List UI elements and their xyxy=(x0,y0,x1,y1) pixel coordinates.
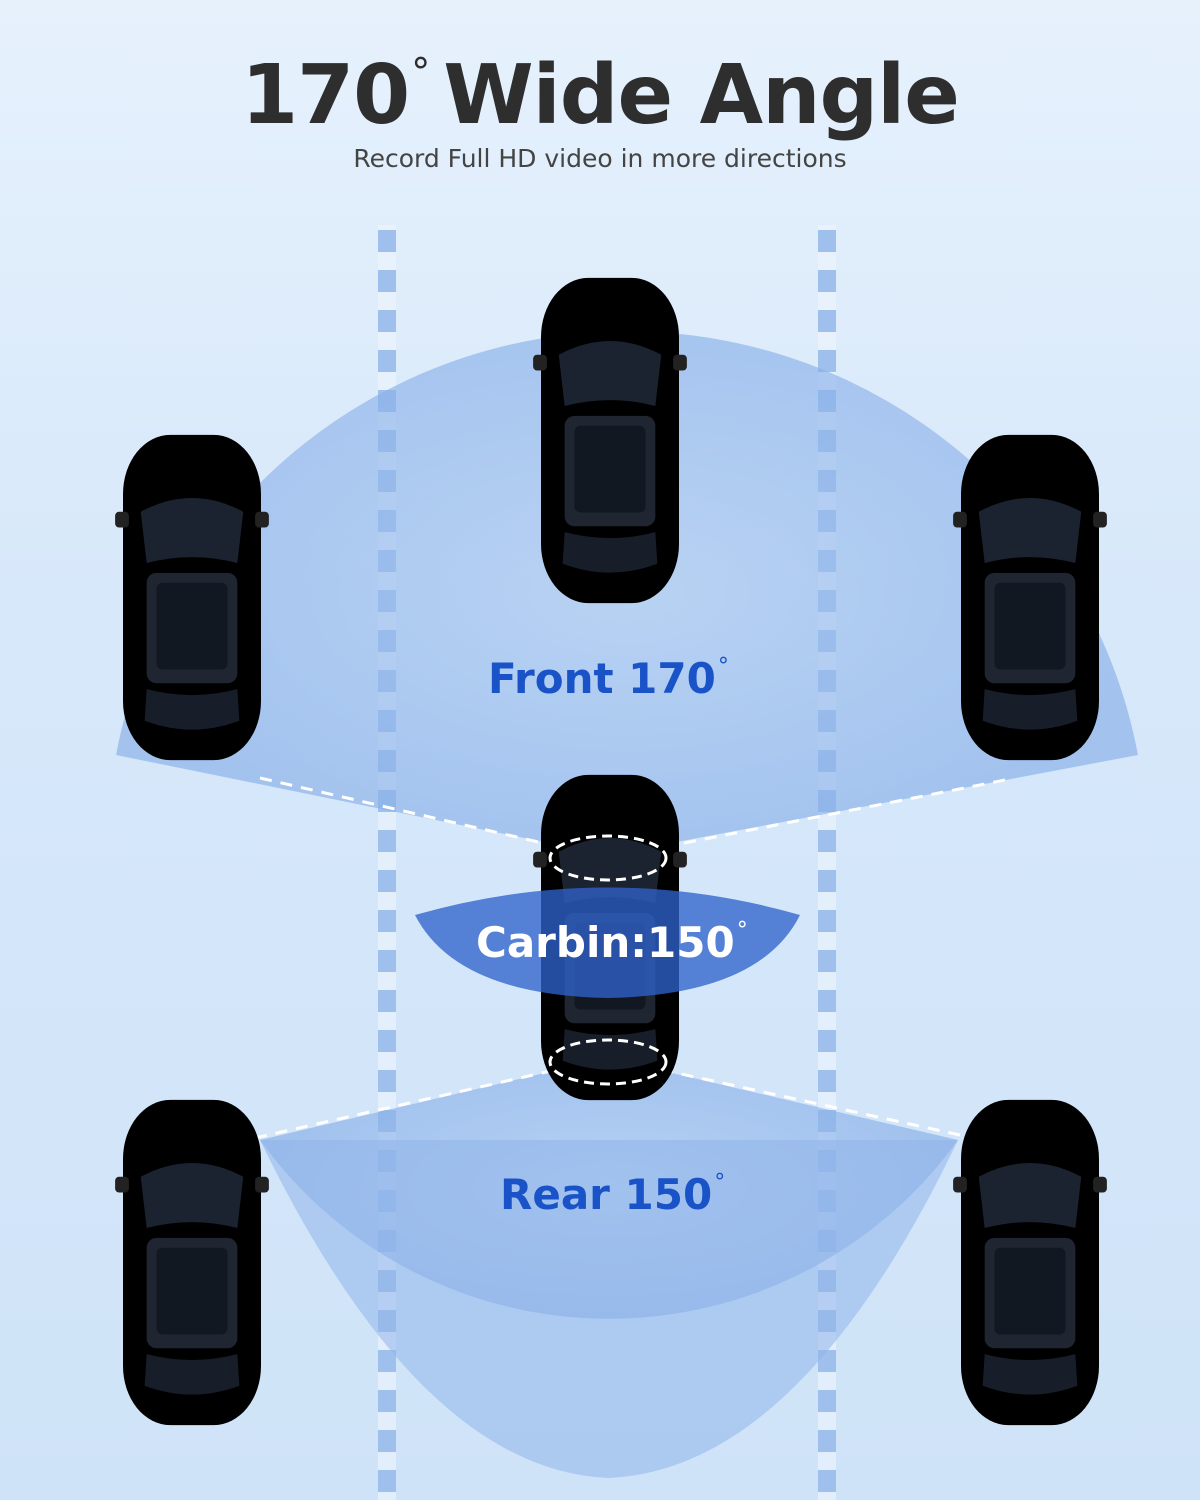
car-green-right xyxy=(953,434,1107,761)
page-subtitle: Record Full HD video in more directions xyxy=(353,144,847,173)
title-degree: ° xyxy=(411,50,430,94)
title-value: 170 xyxy=(241,48,410,143)
car-gray-right xyxy=(953,1099,1107,1426)
car-gray-left xyxy=(115,1099,269,1426)
page-title: 170° Wide Angle xyxy=(0,48,1200,143)
cabin-coverage-zone xyxy=(415,887,800,998)
rear-camera-icon xyxy=(548,1038,668,1086)
front-angle-text: Front 170 xyxy=(488,654,716,703)
front-angle-degree: ° xyxy=(717,654,729,679)
rear-angle-degree: ° xyxy=(714,1170,726,1195)
car-white-front xyxy=(533,277,687,604)
cabin-angle-degree: ° xyxy=(736,918,748,943)
front-camera-icon xyxy=(548,834,668,882)
rear-angle-text: Rear 150 xyxy=(500,1170,713,1219)
cabin-angle-text: Carbin:150 xyxy=(476,918,735,967)
front-angle-label: Front 170° xyxy=(488,654,729,703)
cabin-angle-label: Carbin:150° xyxy=(476,918,748,967)
rear-angle-label: Rear 150° xyxy=(500,1170,725,1219)
title-rest: Wide Angle xyxy=(443,48,960,143)
car-green-left xyxy=(115,434,269,761)
